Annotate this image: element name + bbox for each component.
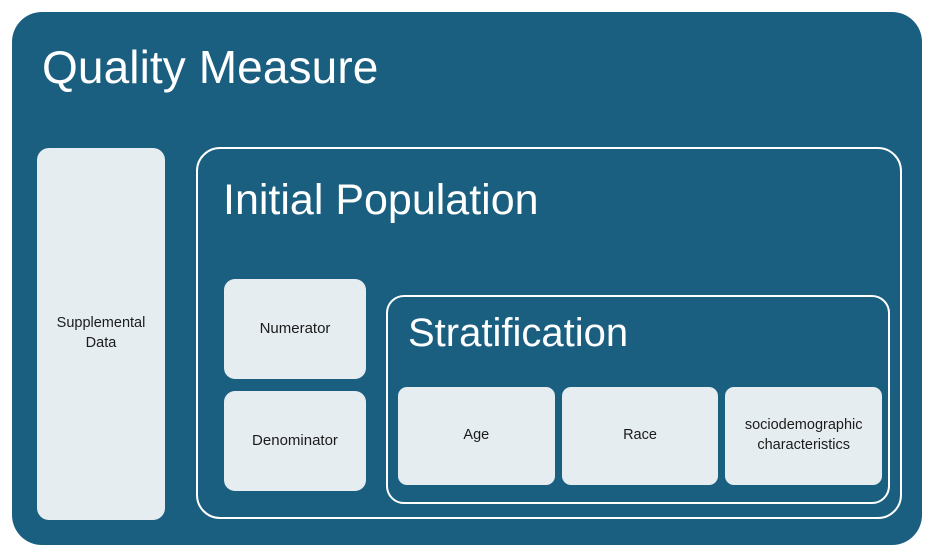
stratification-card-age: Age — [398, 387, 555, 485]
stratification-race-label: Race — [623, 427, 657, 444]
quality-measure-container: Quality Measure Supplemental Data Initia… — [12, 12, 922, 545]
measure-cards-group: Numerator Denominator — [224, 279, 366, 491]
initial-population-container: Initial Population Numerator Denominator… — [196, 147, 902, 519]
stratification-title: Stratification — [408, 311, 629, 355]
numerator-label: Numerator — [259, 320, 331, 338]
stratification-age-label: Age — [463, 427, 490, 444]
stratification-sociodemographic-label: sociodemographic characteristics — [744, 417, 863, 453]
denominator-card: Denominator — [224, 391, 366, 491]
supplemental-data-label: Supplemental Data — [56, 315, 146, 351]
numerator-card: Numerator — [224, 279, 366, 379]
supplemental-data-card: Supplemental Data — [37, 148, 165, 520]
stratification-container: Stratification Age Race sociodemographic… — [386, 295, 890, 504]
stratification-card-race: Race — [561, 387, 719, 485]
initial-population-title: Initial Population — [223, 176, 539, 224]
stratification-card-sociodemographic: sociodemographic characteristics — [725, 387, 883, 485]
quality-measure-title: Quality Measure — [42, 41, 379, 93]
denominator-label: Denominator — [252, 432, 338, 450]
stratification-cards-group: Age Race sociodemographic characteristic… — [398, 387, 883, 485]
